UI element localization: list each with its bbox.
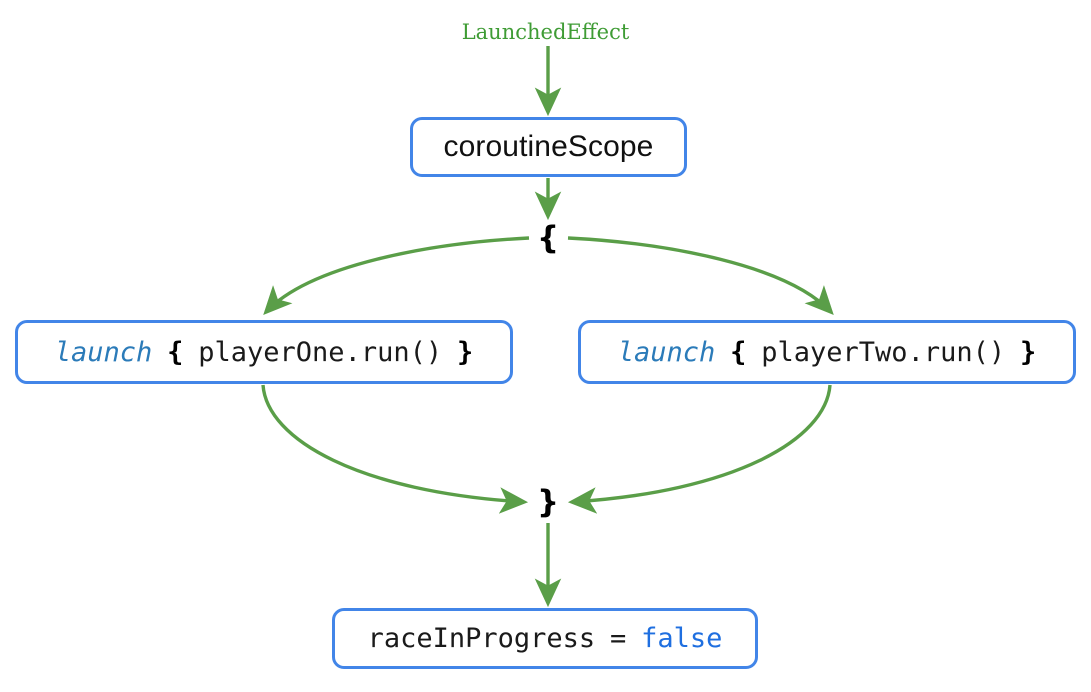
launch-one-close-brace: } (456, 336, 474, 368)
open-brace-node: { (536, 220, 560, 256)
node-coroutine-scope[interactable]: coroutineScope (410, 117, 687, 177)
edge-open-brace-to-launch-one (263, 236, 530, 315)
edge-launch-two-to-close-brace (567, 384, 832, 514)
race-flag-operator: = (610, 623, 627, 654)
edge-open-brace-to-launch-two (567, 236, 834, 315)
race-flag-value: false (641, 623, 723, 654)
node-launch-player-one[interactable]: launch { playerOne.run() } (15, 320, 513, 384)
launch-two-keyword: launch (617, 336, 716, 368)
launched-effect-label: LaunchedEffect (461, 20, 630, 44)
launch-one-keyword: launch (54, 336, 153, 368)
launch-one-open-brace: { (167, 336, 184, 368)
launch-two-open-brace: { (730, 336, 747, 368)
node-coroutine-scope-label: coroutineScope (443, 130, 654, 163)
close-brace-node: } (536, 484, 560, 520)
node-race-in-progress[interactable]: raceInProgress = false (332, 608, 758, 669)
launch-one-body: playerOne.run() (198, 336, 443, 368)
launch-two-close-brace: } (1019, 336, 1037, 368)
race-flag-variable: raceInProgress (367, 623, 596, 654)
edge-launch-one-to-close-brace (261, 384, 529, 514)
launch-two-body: playerTwo.run() (761, 336, 1006, 368)
node-launch-player-two[interactable]: launch { playerTwo.run() } (578, 320, 1076, 384)
